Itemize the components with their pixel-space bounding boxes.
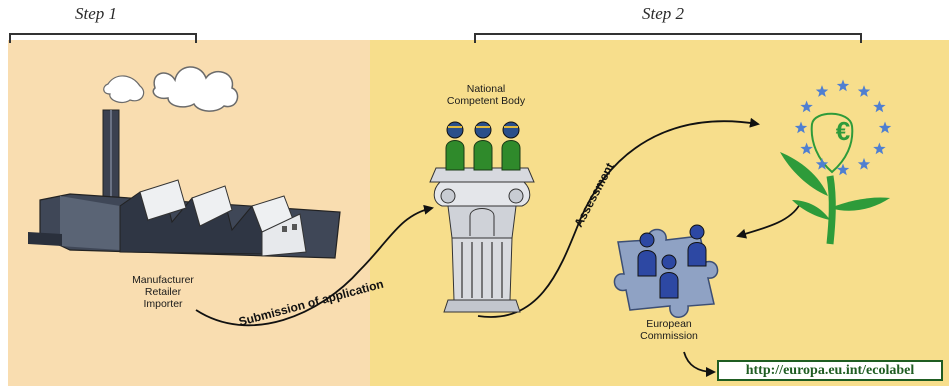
factory-icon [28, 66, 341, 259]
commission-to-url-arrow [683, 351, 716, 377]
step2-bracket [474, 33, 862, 43]
eu-star-icon [800, 100, 813, 113]
ecolabel-flower-icon [780, 112, 890, 245]
eu-star-icon [794, 121, 808, 134]
eu-star-icon [800, 142, 813, 155]
eu-stars-ring [794, 79, 892, 176]
eu-star-icon [836, 163, 850, 176]
eu-star-icon [815, 157, 829, 170]
submission-arrow [195, 204, 434, 327]
eu-star-icon [836, 79, 850, 92]
eu-star-icon [873, 142, 886, 155]
manufacturer-line-1: Manufacturer [132, 274, 194, 286]
manufacturer-label: Manufacturer Retailer Importer [118, 274, 208, 310]
national-body-line-1: National [466, 83, 506, 95]
manufacturer-line-3: Importer [143, 298, 183, 310]
commission-line-1: European [646, 318, 692, 330]
commission-line-2: Commission [640, 330, 698, 342]
logo-euro-letter: € [836, 116, 850, 146]
eu-star-icon [873, 100, 886, 113]
eu-star-icon [878, 121, 892, 134]
national-body-label: National Competent Body [434, 83, 538, 107]
logo-to-commission-arrow [736, 203, 801, 239]
column-icon [429, 167, 535, 313]
step1-bracket [9, 33, 197, 43]
assessment-arrow [477, 117, 760, 318]
eu-star-icon [857, 157, 871, 170]
assessment-label: Assessment [571, 160, 617, 229]
commission-label: European Commission [624, 318, 714, 342]
ecolabel-url-link[interactable]: http://europa.eu.int/ecolabel [717, 360, 943, 381]
eu-star-icon [815, 85, 829, 97]
manufacturer-line-2: Retailer [144, 286, 182, 298]
submission-label: Submission of application [237, 277, 385, 329]
step2-label: Step 2 [642, 4, 685, 23]
eu-star-icon [857, 85, 871, 97]
green-figures-icon [445, 121, 521, 171]
national-body-line-2: Competent Body [446, 95, 526, 107]
step1-label: Step 1 [75, 4, 118, 23]
puzzle-piece-icon [613, 224, 719, 318]
